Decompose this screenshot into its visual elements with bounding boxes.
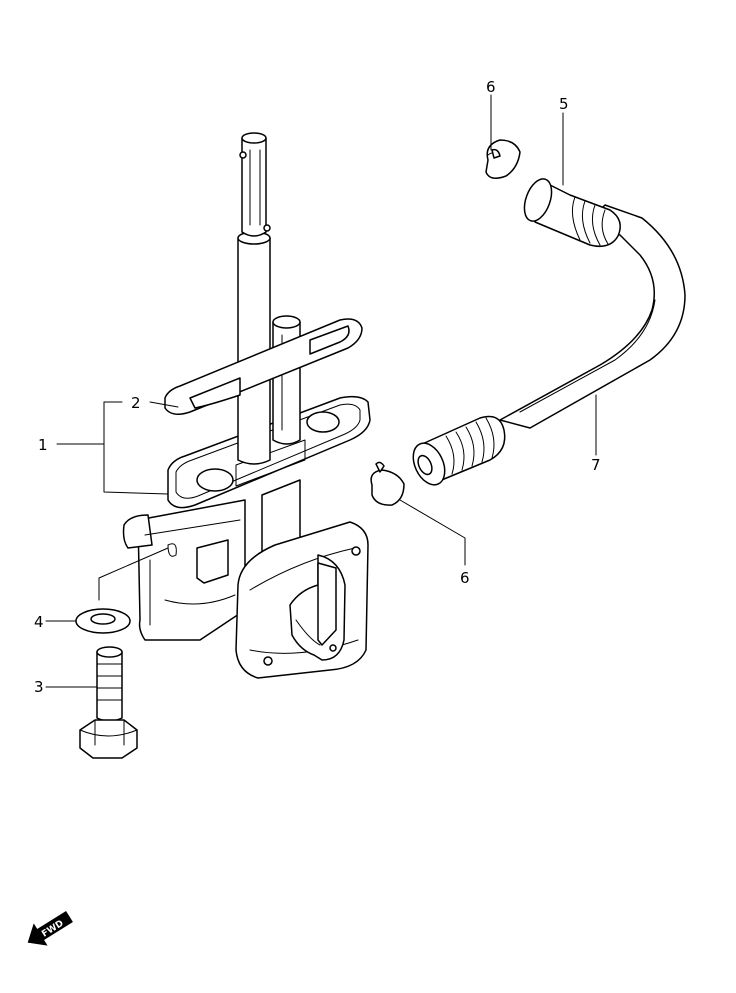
- callout-1: 1: [38, 436, 48, 454]
- callout-7: 7: [591, 456, 601, 474]
- clip-part-6-lower: [370, 461, 405, 506]
- washer-part: [75, 608, 131, 634]
- fwd-badge: FWD: [27, 910, 73, 946]
- callout-4: 4: [34, 613, 44, 631]
- callout-6-upper: 6: [486, 78, 496, 96]
- callout-6-lower: 6: [460, 569, 470, 587]
- callout-2: 2: [131, 394, 141, 412]
- clip-part-6-upper: [485, 139, 521, 179]
- fwd-arrow-icon: [27, 910, 73, 946]
- leader-lines: [45, 94, 597, 688]
- callout-5: 5: [559, 95, 569, 113]
- reserve-pipe: [272, 315, 301, 445]
- fuel-cock-body: [122, 479, 369, 679]
- pickup-pipe: [237, 132, 271, 465]
- fuel-hose-part-7: [412, 178, 686, 486]
- gasket-part-2: [164, 318, 363, 415]
- bolt-part: [79, 646, 138, 759]
- callout-3: 3: [34, 678, 44, 696]
